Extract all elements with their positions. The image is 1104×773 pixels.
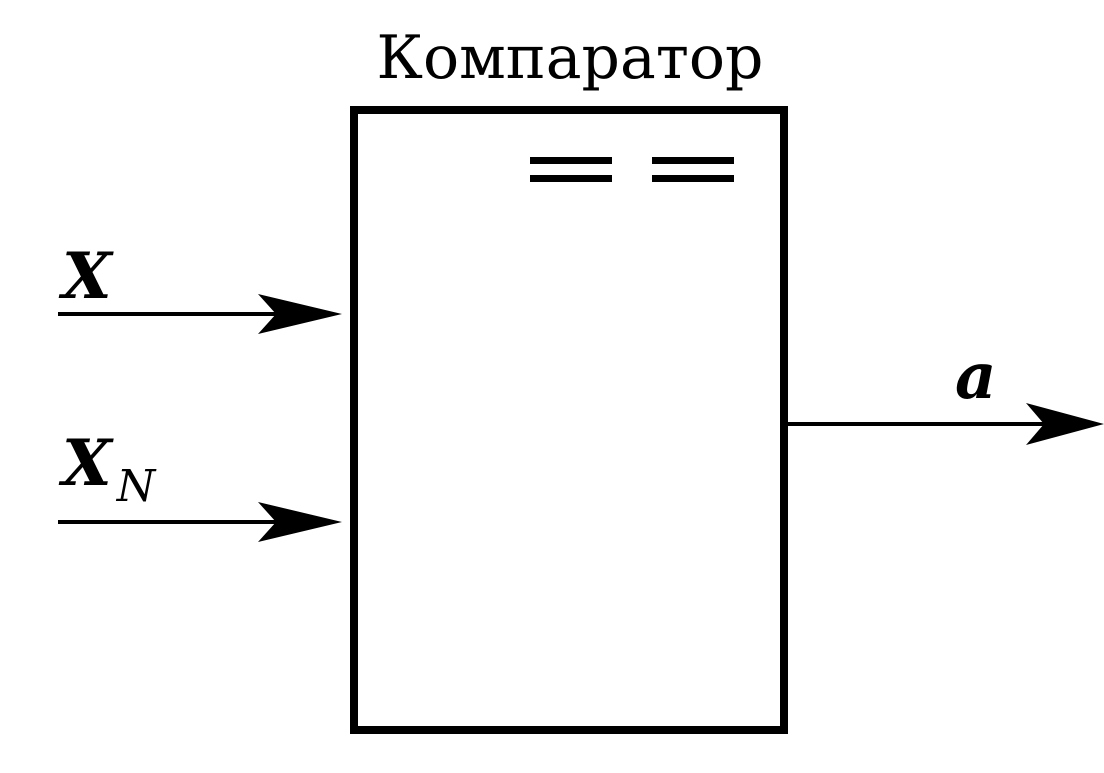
input-xn-subscript: N <box>116 461 157 512</box>
input-xn: X N <box>58 426 342 542</box>
input-x-arrow-icon <box>258 294 342 334</box>
input-xn-label: X N <box>58 426 157 512</box>
input-x-label: X <box>58 239 114 314</box>
comparator-block <box>350 106 788 734</box>
output-a-arrow-icon <box>1026 403 1104 445</box>
block-title: Компаратор <box>377 23 764 93</box>
input-xn-arrow-icon <box>258 502 342 542</box>
output-a: a <box>784 339 1104 445</box>
output-a-label: a <box>955 339 996 414</box>
input-x: X <box>58 239 342 334</box>
equality-symbol-icon <box>530 157 734 182</box>
